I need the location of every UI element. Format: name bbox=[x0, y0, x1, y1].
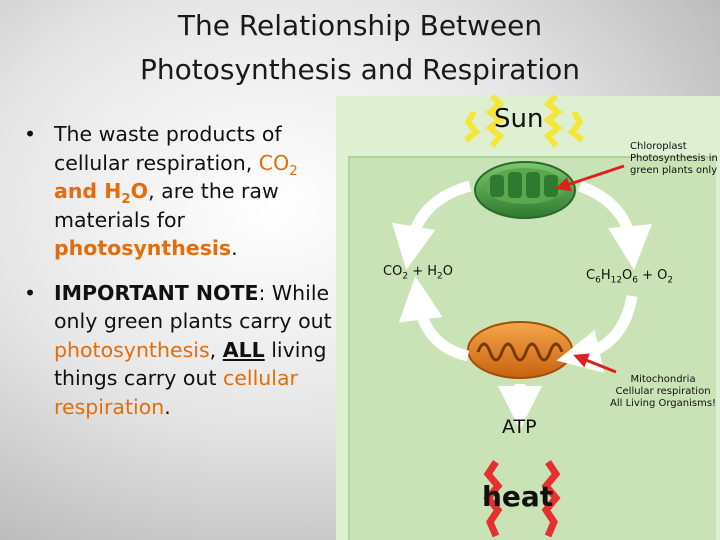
cellular-respiration-term: cellular respiration bbox=[54, 366, 298, 419]
all-emphasis: ALL bbox=[222, 337, 265, 362]
heat-rays-icon bbox=[483, 460, 561, 538]
photosynthesis-term-2: photosynthesis bbox=[54, 337, 210, 362]
bullet2-text-b: living things carry out bbox=[54, 337, 327, 391]
formula-glucose-o2: C6H12O6 + O2 bbox=[586, 268, 674, 286]
bullet1-text-b: , are the raw materials for bbox=[54, 179, 279, 232]
title-line-2: Photosynthesis and Respiration bbox=[139, 53, 581, 86]
bullet1-text-a: The waste products of cellular respirati… bbox=[54, 122, 282, 175]
mitochondria-icon bbox=[467, 321, 573, 379]
chloroplast-label: Chloroplast Photosynthesis in green plan… bbox=[630, 141, 718, 176]
heat-label: heat bbox=[482, 480, 554, 513]
sun-label: Sun bbox=[494, 104, 544, 134]
pointer-to-mitochondria bbox=[573, 353, 617, 374]
arrow-to-right-formula bbox=[577, 180, 652, 270]
arrow-back-right bbox=[556, 294, 638, 373]
photosynthesis-term: photosynthesis bbox=[54, 236, 232, 260]
mitochondria-label: Mitochondria Cellular respiration All Li… bbox=[610, 374, 717, 409]
pointer-arrows bbox=[555, 164, 625, 374]
sun-rays-icon bbox=[464, 93, 584, 148]
h2o-term: and H2O bbox=[54, 179, 149, 208]
atp-label: ATP bbox=[502, 416, 537, 438]
bullet-item-waste-products: • The waste products of cellular respira… bbox=[24, 122, 298, 260]
chloroplast-icon bbox=[474, 161, 576, 219]
formula-co2-h2o: CO2 + H2O bbox=[383, 264, 453, 282]
bullet-marker: • bbox=[24, 122, 37, 146]
pointer-to-chloroplast bbox=[555, 164, 625, 192]
co2-term: CO2 bbox=[258, 150, 298, 179]
bullet-list: • The waste products of cellular respira… bbox=[24, 120, 334, 437]
bullet-marker: • bbox=[24, 280, 37, 305]
arrow-back-left bbox=[398, 276, 470, 362]
important-note-label: IMPORTANT NOTE bbox=[54, 280, 259, 305]
bullet-item-important-note: • IMPORTANT NOTE: While only green plant… bbox=[24, 280, 332, 419]
arrow-to-left-formula bbox=[391, 180, 472, 270]
slide-title: The Relationship Between Photosynthesis … bbox=[0, 4, 720, 92]
bullet2-text-a: While only green plants carry out bbox=[54, 280, 332, 334]
title-line-1: The Relationship Between bbox=[177, 9, 543, 42]
